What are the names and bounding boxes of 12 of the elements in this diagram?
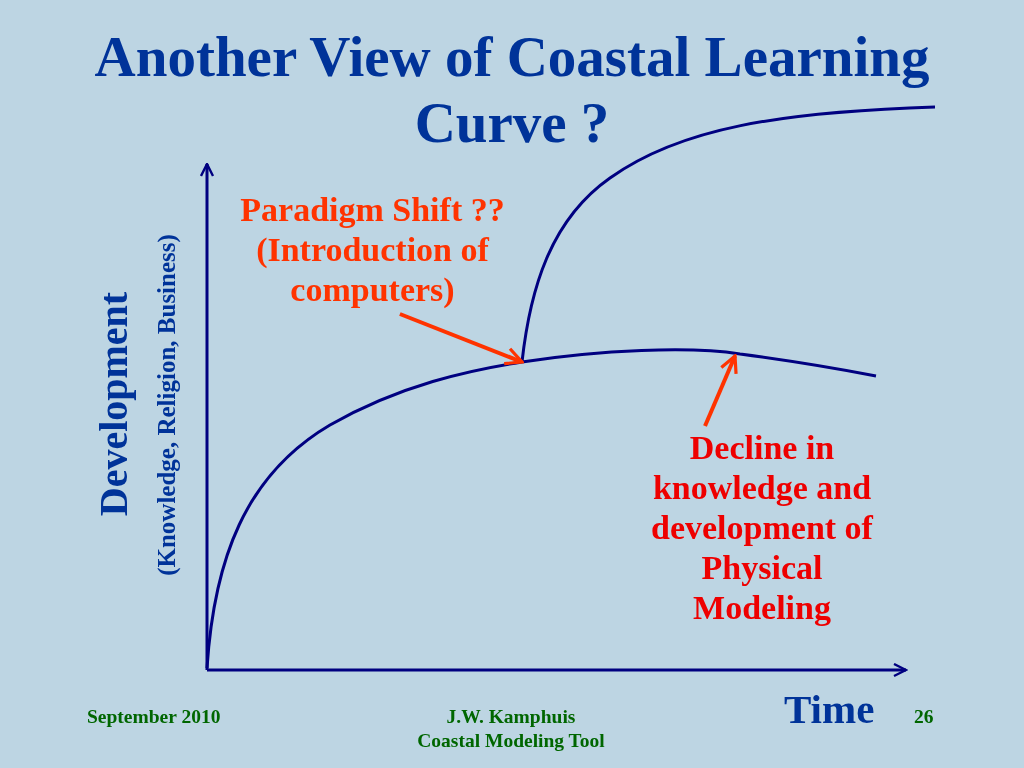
page-number: 26: [914, 706, 934, 729]
axis-title: Time: [784, 686, 875, 734]
axis-subtitle: (Knowledge, Religion, Business): [152, 234, 181, 576]
slide-title: Another View of Coastal Learning Curve ?: [93, 24, 931, 156]
annotation-text: Paradigm Shift ?? (Introduction of computers): [220, 190, 525, 310]
footer-date: September 2010: [87, 706, 221, 729]
footer-author: J.W. Kamphuis: [446, 706, 576, 729]
annotation-text: Decline in knowledge and development of Physical Modeling: [637, 428, 887, 628]
axis-title: Development: [91, 291, 137, 517]
leader-arrow: [399, 312, 524, 366]
footer-title: Coastal Modeling Tool: [417, 730, 605, 753]
leader-arrow: [703, 354, 738, 427]
